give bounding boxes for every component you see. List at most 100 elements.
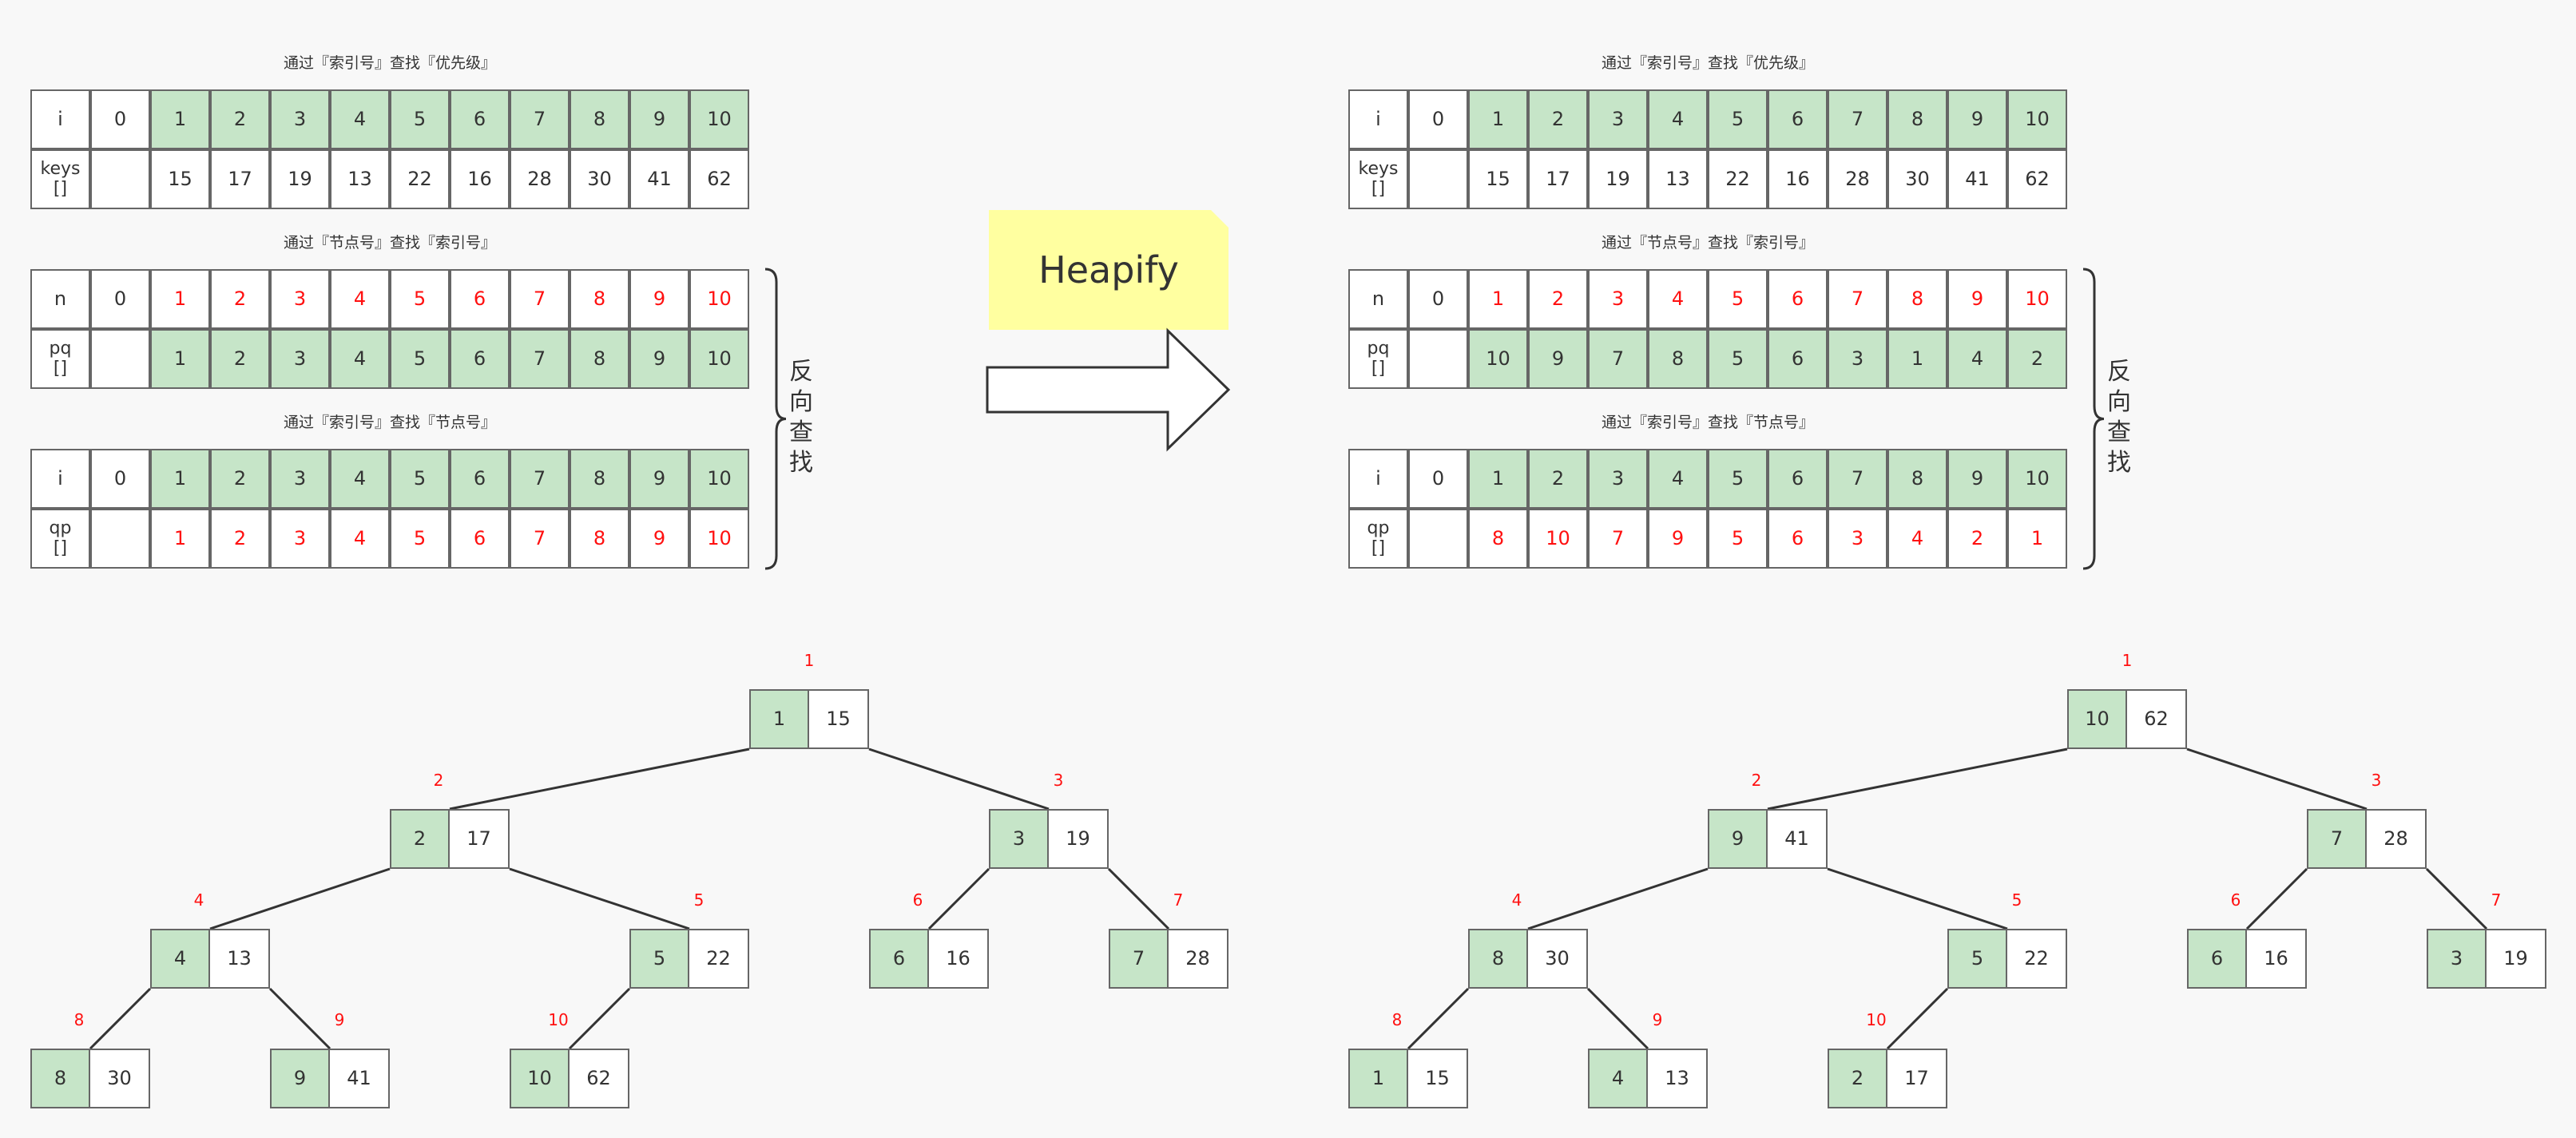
right-tree-node-key: 30 (1526, 929, 1588, 989)
right-tree-node-key: 41 (1766, 809, 1828, 869)
right-table2-header-cell: 2 (1528, 269, 1588, 329)
left-caption-3: 通过『索引号』查找『节点号』 (283, 414, 497, 431)
right-tree-edge (1527, 867, 1709, 930)
left-table1-values-cell: 28 (510, 149, 570, 209)
left-table1-values-cell: 19 (270, 149, 330, 209)
right-table2-values-cell: 7 (1588, 329, 1648, 389)
right-table2-header-cell: 8 (1887, 269, 1947, 329)
left-tree-node-index: 8 (30, 1049, 90, 1108)
left-table3-header-cell: 10 (689, 449, 749, 509)
left-tree-node-index: 5 (629, 929, 689, 989)
right-table1-header-cell: 5 (1708, 89, 1768, 149)
left-table2-header-cell: 1 (150, 269, 210, 329)
left-tree-node-key: 16 (927, 929, 989, 989)
left-table1-values-cell: 17 (210, 149, 270, 209)
left-table2-header-cell: 5 (390, 269, 450, 329)
left-tree-node-index: 4 (150, 929, 210, 989)
right-tree-node-index: 3 (2427, 929, 2487, 989)
left-table3-header-cell: 4 (330, 449, 390, 509)
right-tree-node-index: 8 (1468, 929, 1528, 989)
left-tree-node-number: 3 (1053, 771, 1064, 790)
right-table1-values-cell: 17 (1528, 149, 1588, 209)
left-table3-values-cell: 4 (330, 509, 390, 569)
right-table3-values-cell: 10 (1528, 509, 1588, 569)
left-table3-header-cell: 6 (450, 449, 510, 509)
left-table3-values-cell (90, 509, 150, 569)
left-table1-header-cell: 5 (390, 89, 450, 149)
right-tree-node-key: 16 (2245, 929, 2307, 989)
right-caption-1: 通过『索引号』查找『优先级』 (1601, 54, 1815, 72)
right-table3-header-cell: 6 (1768, 449, 1828, 509)
left-table2-values-cell: 8 (570, 329, 629, 389)
left-table2-header-cell: 8 (570, 269, 629, 329)
right-table1-header-cell: 3 (1588, 89, 1648, 149)
right-table3-header-cell: i (1348, 449, 1408, 509)
left-table2-values-cell: 10 (689, 329, 749, 389)
left-tree-edge (209, 867, 391, 930)
left-tree-node-index: 1 (749, 689, 809, 749)
left-tree-node-number: 8 (73, 1010, 85, 1029)
left-table3-values-cell: qp [] (30, 509, 90, 569)
left-table1-values-cell: 62 (689, 149, 749, 209)
left-table1-header-cell: 2 (210, 89, 270, 149)
left-table1-values-cell: keys [] (30, 149, 90, 209)
left-table1-header-cell: 7 (510, 89, 570, 149)
right-tree-node-number: 8 (1391, 1010, 1403, 1029)
right-table3-values-cell: 1 (2007, 509, 2067, 569)
left-table3-values-cell: 8 (570, 509, 629, 569)
right-table1-values-cell: 41 (1947, 149, 2007, 209)
right-table2-values-cell: 4 (1947, 329, 2007, 389)
left-table2-values-cell: 7 (510, 329, 570, 389)
right-tree-edge (1586, 987, 1649, 1050)
right-table1-values-cell: 22 (1708, 149, 1768, 209)
left-table3-values-cell: 1 (150, 509, 210, 569)
right-tree-node-number: 9 (1652, 1010, 1663, 1029)
right-table3-header-cell: 3 (1588, 449, 1648, 509)
left-table3-values-cell: 9 (629, 509, 689, 569)
left-table3-values-cell: 7 (510, 509, 570, 569)
right-table2-header-cell: 4 (1648, 269, 1708, 329)
left-tree-edge (927, 867, 990, 930)
right-tree-node-index: 2 (1828, 1049, 1887, 1108)
left-table2-header-cell: n (30, 269, 90, 329)
right-tree-node-index: 6 (2187, 929, 2247, 989)
right-arrow-icon (986, 327, 1231, 452)
right-table2-values-cell: 5 (1708, 329, 1768, 389)
left-brace (764, 268, 787, 570)
left-tree-node-number: 10 (548, 1010, 569, 1029)
left-tree-node-number: 6 (912, 890, 923, 910)
left-table2-header-cell: 7 (510, 269, 570, 329)
left-table1-values-cell: 16 (450, 149, 510, 209)
left-table2-values-cell: 5 (390, 329, 450, 389)
left-table3-header-cell: 0 (90, 449, 150, 509)
right-table3-values-cell: 9 (1648, 509, 1708, 569)
right-table2-header-cell: 5 (1708, 269, 1768, 329)
right-table1-header-cell: 10 (2007, 89, 2067, 149)
right-table1-header-cell: 8 (1887, 89, 1947, 149)
left-tree-edge (1107, 867, 1170, 930)
left-tree-node-number: 5 (693, 890, 705, 910)
left-table1-values-cell: 22 (390, 149, 450, 209)
right-table2-header-cell: 6 (1768, 269, 1828, 329)
right-table1-header-cell: 9 (1947, 89, 2007, 149)
right-table1-values-cell (1408, 149, 1468, 209)
right-tree-edge (1767, 747, 2068, 811)
left-table2-values-cell (90, 329, 150, 389)
right-table3-header-cell: 7 (1828, 449, 1887, 509)
right-tree-node-number: 10 (1866, 1010, 1887, 1029)
left-tree-node-index: 6 (869, 929, 929, 989)
right-tree-node-number: 1 (2122, 651, 2133, 670)
right-tree-node-key: 22 (2006, 929, 2067, 989)
right-table2-values-cell: 8 (1648, 329, 1708, 389)
right-tree-node-number: 6 (2230, 890, 2241, 910)
right-table2-header-cell: 3 (1588, 269, 1648, 329)
right-table3-values-cell: qp [] (1348, 509, 1408, 569)
right-table3-values-cell: 2 (1947, 509, 2007, 569)
left-tree-edge (268, 987, 331, 1050)
left-table2-header-cell: 3 (270, 269, 330, 329)
right-table3-header-cell: 10 (2007, 449, 2067, 509)
right-table2-values-cell: 6 (1768, 329, 1828, 389)
left-table2-header-cell: 4 (330, 269, 390, 329)
left-tree-node-index: 3 (989, 809, 1049, 869)
left-tree-node-key: 28 (1167, 929, 1228, 989)
